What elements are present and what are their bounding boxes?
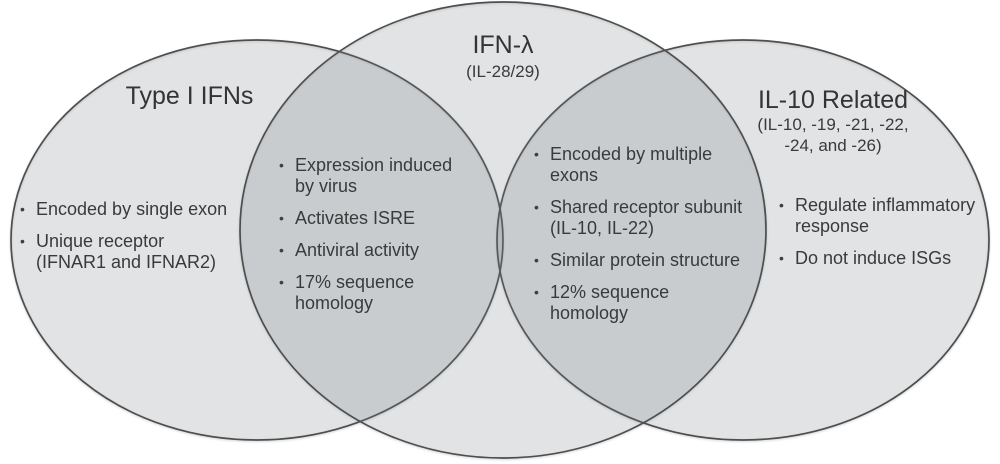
left-middle-overlap-list: • Expression induced by virus • Activate… <box>279 155 487 314</box>
middle-circle-title: IFN-λ <box>472 31 534 59</box>
list-item-text: Expression induced by virus <box>295 155 453 196</box>
bullet-icon: • <box>20 201 25 217</box>
list-item-text: Encoded by single exon <box>36 199 228 219</box>
bullet-icon: • <box>534 199 539 215</box>
list-item-text: Similar protein structure <box>550 250 741 270</box>
bullet-icon: • <box>534 252 539 268</box>
list-item: • Encoded by multiple exons <box>534 144 762 186</box>
middle-ellipse-shape <box>239 1 767 459</box>
list-item-text: Do not induce ISGs <box>795 248 952 268</box>
list-item: • 12% sequence homology <box>534 282 762 324</box>
list-item: • Similar protein structure <box>534 250 762 271</box>
left-ellipse-shape <box>10 39 504 441</box>
list-item-text: Activates ISRE <box>295 208 416 228</box>
list-item: • 17% sequence homology <box>279 272 487 314</box>
list-item-text: Antiviral activity <box>295 240 420 260</box>
bullet-icon: • <box>279 157 284 173</box>
bullet-icon: • <box>279 210 284 226</box>
middle-circle-subtitle: (IL-28/29) <box>466 62 540 81</box>
left-circle-title: Type I IFNs <box>125 82 254 110</box>
list-item: • Encoded by single exon <box>20 199 258 220</box>
bullet-icon: • <box>279 242 284 258</box>
list-item-text: 17% sequence homology <box>295 272 415 313</box>
list-item-text: Shared receptor subunit (IL-10, IL-22) <box>550 197 743 238</box>
list-item: • Do not induce ISGs <box>779 248 997 269</box>
list-item: • Regulate inflammatory response <box>779 195 997 237</box>
right-circle-list: • Regulate inflammatory response • Do no… <box>779 195 997 269</box>
right-circle-subtitle: (IL-10, -19, -21, -22, -24, and -26) <box>757 115 909 155</box>
left-circle-list: • Encoded by single exon • Unique recept… <box>20 199 258 273</box>
list-item-text: Unique receptor (IFNAR1 and IFNAR2) <box>36 231 217 272</box>
middle-right-overlap-list: • Encoded by multiple exons • Shared rec… <box>534 144 762 324</box>
list-item-text: 12% sequence homology <box>550 282 670 323</box>
bullet-icon: • <box>779 250 784 266</box>
list-item-text: Regulate inflammatory response <box>795 195 976 236</box>
right-ellipse-shape <box>496 39 990 441</box>
bullet-icon: • <box>534 146 539 162</box>
list-item: • Shared receptor subunit (IL-10, IL-22) <box>534 197 762 239</box>
list-item: • Antiviral activity <box>279 240 487 261</box>
right-circle-title: IL-10 Related <box>757 86 909 114</box>
bullet-icon: • <box>534 284 539 300</box>
bullet-icon: • <box>20 233 25 249</box>
list-item-text: Encoded by multiple exons <box>550 144 713 185</box>
list-item: • Activates ISRE <box>279 208 487 229</box>
bullet-icon: • <box>779 197 784 213</box>
bullet-icon: • <box>279 274 284 290</box>
list-item: • Unique receptor (IFNAR1 and IFNAR2) <box>20 231 258 273</box>
list-item: • Expression induced by virus <box>279 155 487 197</box>
